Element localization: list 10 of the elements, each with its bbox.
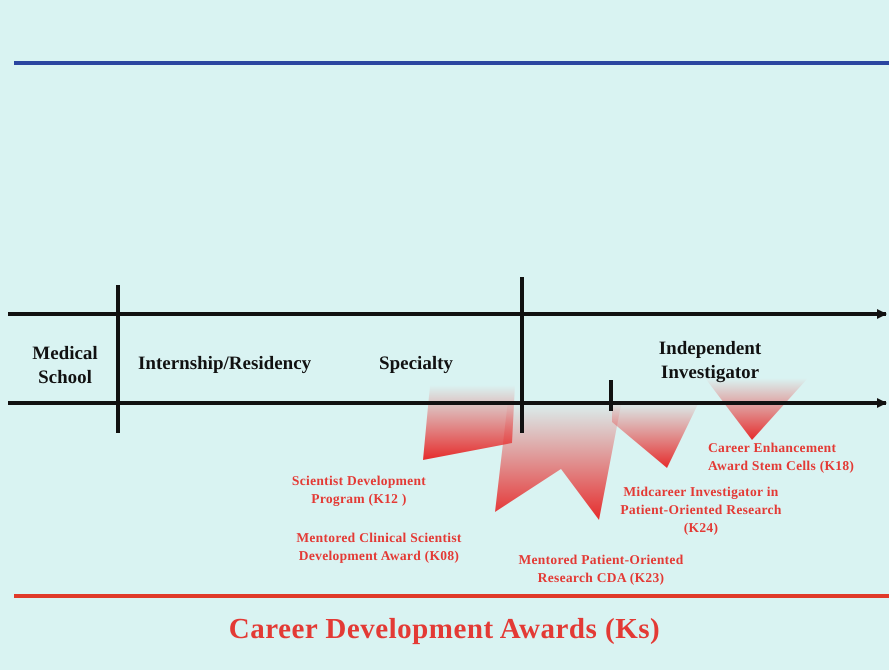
stage-label: Internship/Residency <box>138 352 312 376</box>
diagram-title: Career Development Awards (Ks) <box>228 612 662 647</box>
stage-label: Independent Investigator <box>658 337 762 385</box>
award-label: Scientist Development Program (K12 ) <box>290 472 428 508</box>
award-label: Midcareer Investigator in Patient-Oriented Research (K24) <box>619 483 783 537</box>
award-label: Mentored Patient-Oriented Research CDA (K23) <box>517 551 685 587</box>
stage-label: Medical School <box>31 342 99 390</box>
stage-label: Specialty <box>378 352 454 376</box>
award-label: Career Enhancement Award Stem Cells (K18) <box>708 439 856 475</box>
award-label: Mentored Clinical Scientist Development Award (K08) <box>295 529 463 565</box>
